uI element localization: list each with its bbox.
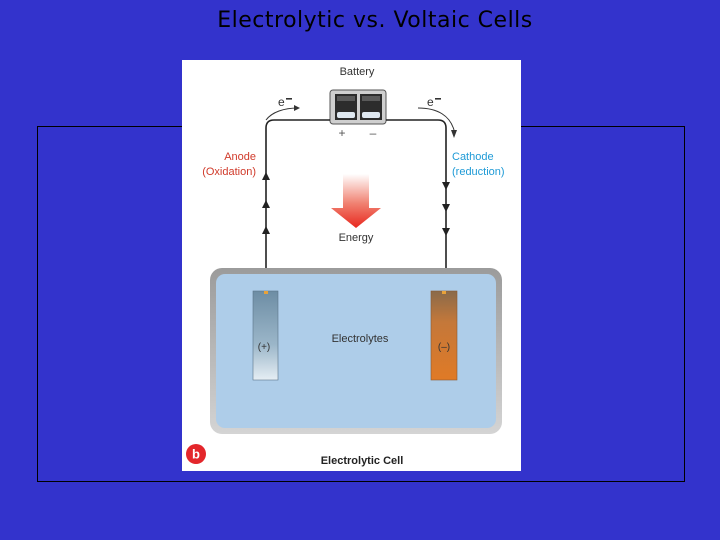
energy-arrow (331, 174, 381, 228)
anode-wire-arrow-1 (262, 172, 270, 180)
cathode-wire (386, 119, 447, 292)
energy-label: Energy (339, 232, 374, 244)
anode-connector (264, 291, 268, 294)
cathode-sublabel: (reduction) (452, 166, 505, 178)
anode-wire-arrow-3 (262, 226, 270, 234)
figure-caption: Electrolytic Cell (321, 455, 404, 467)
anode-wire-arrow-2 (262, 200, 270, 208)
electron-charge-right (435, 98, 441, 100)
cathode-sign: (–) (438, 342, 450, 353)
anode-label: Anode (224, 151, 256, 163)
electron-label-left: e (278, 95, 285, 109)
panel-letter-badge (186, 444, 206, 464)
electron-flow-arrowhead-left (294, 105, 300, 111)
battery-plus-label: + (338, 126, 345, 140)
electrolytic-cell-figure: Battery + – e e (182, 60, 521, 471)
anode-electrode (252, 290, 279, 381)
panel-letter: b (192, 447, 200, 462)
cathode-connector (442, 291, 446, 294)
electron-flow-arrow-left (265, 107, 299, 121)
cathode-label: Cathode (452, 151, 494, 163)
electron-charge-left (286, 98, 292, 100)
anode-wire (265, 119, 330, 292)
battery-minus-label: – (370, 126, 377, 140)
electron-flow-arrow-right (417, 107, 455, 131)
anode-sublabel: (Oxidation) (202, 166, 256, 178)
cathode-electrode (430, 290, 458, 381)
electrolyte-solution (216, 274, 496, 428)
cathode-wire-arrow-1 (442, 182, 450, 190)
cathode-wire-arrow-3 (442, 228, 450, 236)
cathode-wire-arrow-2 (442, 204, 450, 212)
electrolytes-label: Electrolytes (332, 333, 389, 345)
electron-flow-arrowhead-right (451, 130, 457, 138)
battery-icon (329, 89, 387, 125)
electrolytic-cell-diagram: Battery + – e e (186, 66, 505, 467)
battery-label: Battery (340, 66, 375, 78)
slide-title: Electrolytic vs. Voltaic Cells (217, 8, 533, 33)
electron-label-right: e (427, 95, 434, 109)
anode-sign: (+) (258, 342, 271, 353)
